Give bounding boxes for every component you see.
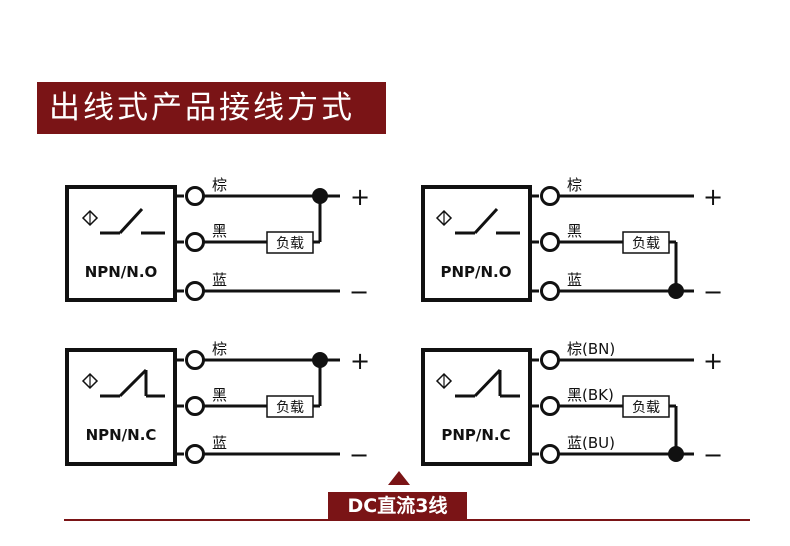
sensor-model-label: PNP/N.C [441, 426, 510, 444]
switch-no-icon [100, 207, 165, 235]
terminal [540, 444, 560, 464]
terminal [185, 281, 205, 301]
wire-mid-label: 黑 [212, 386, 227, 404]
load-box [622, 231, 670, 254]
terminal [185, 396, 205, 416]
load-box [266, 231, 314, 254]
sensor-model-label: NPN/N.O [85, 263, 158, 281]
sensor-box [421, 348, 532, 466]
minus-terminal-label: − [703, 441, 723, 469]
sensor-symbol-icon [81, 372, 99, 390]
switch-nc-icon [455, 368, 520, 398]
sensor-box [65, 185, 177, 302]
wire-bot-label: 蓝 [212, 434, 227, 452]
load-box [622, 395, 670, 418]
junction-dot [668, 446, 684, 462]
sensor-box [421, 185, 532, 302]
plus-terminal-label: + [350, 183, 370, 211]
wire-bot-label: 蓝 [212, 271, 227, 289]
footer-caption: DC直流3线 [328, 492, 467, 521]
minus-terminal-label: − [349, 278, 369, 306]
sensor-box [65, 348, 177, 466]
sensor-model-label: NPN/N.C [86, 426, 157, 444]
wire-top-label: 棕(BN) [567, 340, 615, 358]
load-label: 负载 [276, 400, 304, 416]
sensor-symbol-icon [81, 209, 99, 227]
junction-dot [312, 352, 328, 368]
terminal [540, 186, 560, 206]
terminal [540, 350, 560, 370]
switch-no-icon [455, 207, 520, 235]
switch-nc-icon [100, 368, 165, 398]
wire-mid-label: 黑(BK) [567, 386, 614, 404]
wire-top-label: 棕 [567, 176, 582, 194]
load-label: 负载 [276, 236, 304, 252]
sensor-symbol-icon [435, 372, 453, 390]
load-label: 负载 [632, 400, 660, 416]
diagram-npn-nc: NPN/N.C 负载 棕 黑 蓝 + − [65, 340, 370, 469]
wire-bot-label: 蓝 [567, 271, 582, 289]
sensor-model-label: PNP/N.O [440, 263, 511, 281]
wire-mid-label: 黑 [212, 222, 227, 240]
diagram-pnp-no: PNP/N.O 负载 棕 黑 蓝 + − [421, 176, 723, 306]
plus-terminal-label: + [350, 347, 370, 375]
terminal [185, 444, 205, 464]
load-label: 负载 [632, 236, 660, 252]
wire-mid-label: 黑 [567, 222, 582, 240]
wire-top-label: 棕 [212, 340, 227, 358]
diagram-npn-no: NPN/N.O 负载 棕 黑 蓝 + − [65, 176, 370, 306]
junction-dot [312, 188, 328, 204]
terminal [540, 232, 560, 252]
plus-terminal-label: + [703, 347, 723, 375]
load-box [266, 395, 314, 418]
terminal [185, 350, 205, 370]
diagram-pnp-nc: PNP/N.C 负载 棕(BN) 黑(BK) 蓝(BU) + − [421, 340, 723, 469]
minus-terminal-label: − [349, 441, 369, 469]
terminal [540, 281, 560, 301]
terminal [185, 186, 205, 206]
sensor-symbol-icon [435, 209, 453, 227]
minus-terminal-label: − [703, 278, 723, 306]
terminal [185, 232, 205, 252]
plus-terminal-label: + [703, 183, 723, 211]
page-title: 出线式产品接线方式 [37, 82, 386, 134]
terminal [540, 396, 560, 416]
junction-dot [668, 283, 684, 299]
footer-arrow-icon [388, 471, 410, 485]
wire-bot-label: 蓝(BU) [567, 434, 615, 452]
wire-top-label: 棕 [212, 176, 227, 194]
